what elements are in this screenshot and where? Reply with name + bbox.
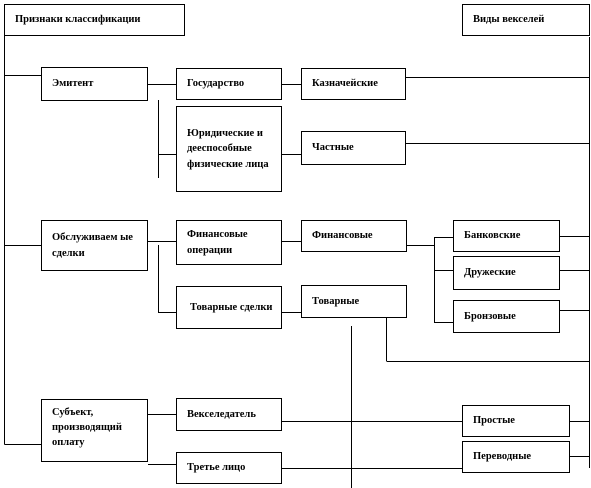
header-bill-types: Виды векселей bbox=[462, 4, 590, 36]
header-classification-features: Признаки классификации bbox=[4, 4, 185, 36]
bill-type-commodity: Товарные bbox=[301, 285, 407, 318]
feature-issuer: Эмитент bbox=[41, 67, 148, 101]
subfeature-drawer: Векселедатель bbox=[176, 398, 282, 431]
feature-deals: Обслуживаем ые сделки bbox=[41, 220, 148, 271]
bill-type-financial: Финансовые bbox=[301, 220, 407, 252]
bill-type-friendly: Дружеские bbox=[453, 256, 560, 290]
subfeature-state: Государство bbox=[176, 68, 282, 100]
bill-type-treasury: Казначейские bbox=[301, 68, 406, 100]
feature-payer: Субъект, производящий оплату bbox=[41, 399, 148, 462]
subfeature-financial-operations: Финансовые операции bbox=[176, 220, 282, 265]
bill-type-bronze: Бронзовые bbox=[453, 300, 560, 333]
subfeature-legal-persons: Юридические и дееспособные физические ли… bbox=[176, 106, 282, 192]
bill-type-simple: Простые bbox=[462, 405, 570, 437]
bill-type-private: Частные bbox=[301, 131, 406, 165]
subfeature-third-party: Третье лицо bbox=[176, 452, 282, 484]
bill-type-bank: Банковские bbox=[453, 220, 560, 252]
bill-type-transfer: Переводные bbox=[462, 441, 570, 473]
subfeature-commodity-deals: Товарные сделки bbox=[176, 286, 282, 329]
